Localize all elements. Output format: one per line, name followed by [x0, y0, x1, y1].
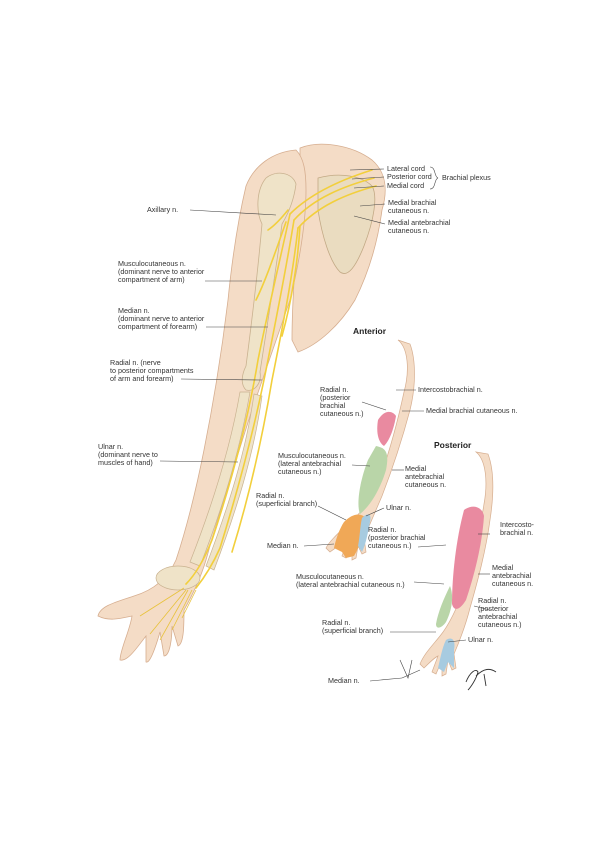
posterior-radial-zone: [452, 506, 484, 609]
anterior-radial-zone: [377, 411, 396, 446]
label-medial-brachial-cutaneous: Medial brachial cutaneous n.: [388, 198, 437, 215]
label-posterior-cord: Posterior cord: [387, 172, 432, 181]
posterior-label-intercostobrachial: Intercosto- brachial n.: [500, 520, 534, 537]
posterior-view-heading: Posterior: [434, 440, 472, 450]
main-arm-illustration: [97, 143, 386, 663]
label-radial-nerve: Radial n. (nerve to posterior compartmen…: [110, 358, 194, 383]
posterior-label-ulnar: Ulnar n.: [468, 635, 494, 644]
label-medial-antebrachial-cutaneous: Medial antebrachial cutaneous n.: [388, 218, 451, 235]
arm-skin: [97, 149, 307, 663]
label-medial-cord: Medial cord: [387, 181, 425, 190]
posterior-label-radial-posterior-brachial: Radial n. (posterior brachial cutaneous …: [368, 525, 426, 550]
posterior-label-median: Median n.: [328, 676, 360, 685]
anterior-label-ulnar: Ulnar n.: [386, 503, 412, 512]
posterior-dermatome-arm: [419, 451, 494, 677]
anterior-label-median: Median n.: [267, 541, 299, 550]
leader-lines: [159, 166, 491, 682]
digital-nerves: [139, 587, 197, 641]
posterior-label-radial-posterior-antebrachial: Radial n. (posterior antebrachial cutane…: [478, 596, 522, 629]
humerus: [241, 172, 297, 391]
nerve-bundle: [185, 169, 377, 589]
posterior-label-radial-superficial: Radial n. (superficial branch): [322, 618, 384, 635]
label-ulnar-nerve: Ulnar n. (dominant nerve to muscles of h…: [98, 442, 158, 467]
anterior-ulnar-zone: [358, 514, 371, 552]
artist-signature-mark: [465, 668, 497, 691]
posterior-musculocutaneous-zone: [436, 586, 453, 628]
label-axillary-nerve: Axillary n.: [147, 205, 179, 214]
anterior-view-heading: Anterior: [353, 326, 387, 336]
posterior-label-medial-antebrachial: Medial antebrachial cutaneous n.: [492, 563, 534, 588]
anterior-label-radial-superficial: Radial n. (superficial branch): [256, 491, 318, 508]
label-brachial-plexus: Brachial plexus: [442, 173, 491, 182]
carpal-bones: [155, 565, 201, 591]
posterior-label-musculocutaneous: Musculocutaneous n. (lateral antebrachia…: [296, 572, 405, 589]
scapula: [317, 174, 376, 274]
anterior-label-intercostobrachial: Intercostobrachial n.: [418, 385, 483, 394]
label-musculocutaneous-nerve: Musculocutaneous n. (dominant nerve to a…: [118, 259, 205, 284]
ulna: [205, 393, 263, 571]
anterior-label-musculocutaneous: Musculocutaneous n. (lateral antebrachia…: [278, 451, 346, 476]
anterior-label-radial-posterior-brachial: Radial n. (posterior brachial cutaneous …: [320, 385, 364, 418]
posterior-ulnar-zone: [438, 638, 455, 672]
label-lateral-cord: Lateral cord: [387, 164, 425, 173]
anterior-musculocutaneous-zone: [358, 446, 388, 514]
anterior-median-zone: [334, 514, 366, 558]
anterior-dermatome-arm: [325, 339, 415, 561]
anterior-label-medial-antebrachial: Medial antebrachial cutaneous n.: [405, 464, 447, 489]
label-median-nerve: Median n. (dominant nerve to anterior co…: [118, 306, 205, 331]
anterior-label-medial-brachial-cutaneous: Medial brachial cutaneous n.: [426, 406, 518, 415]
